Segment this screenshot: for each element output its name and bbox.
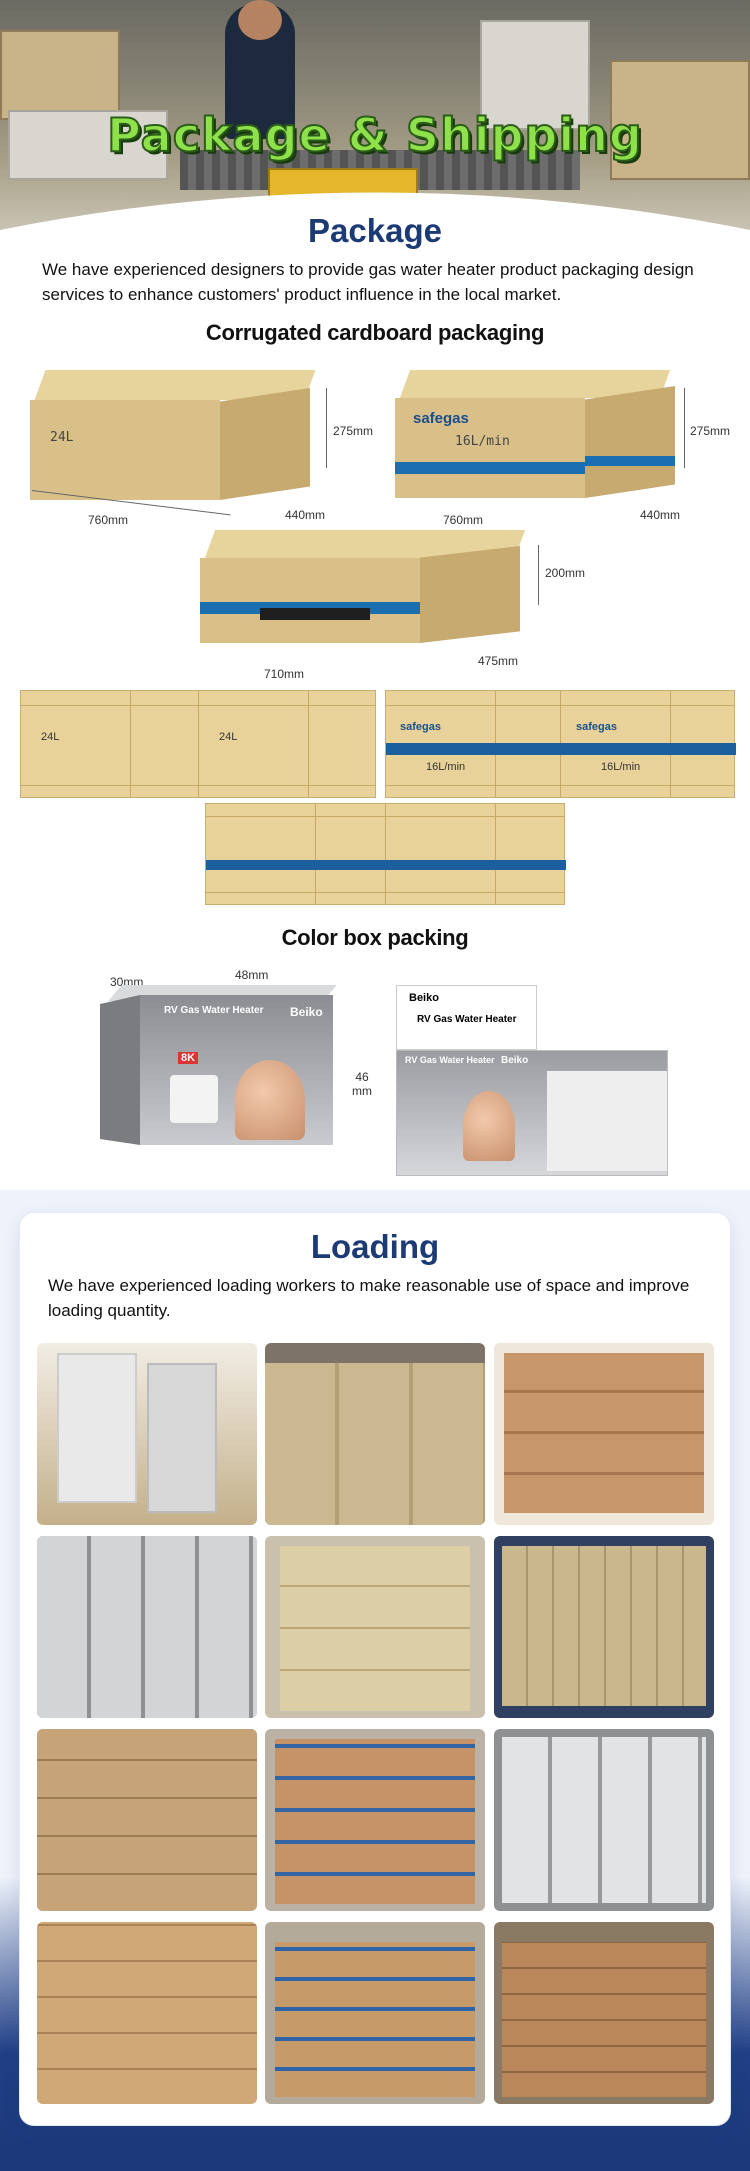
color-box-flat-body: RV Gas Water Heater Beiko bbox=[396, 1050, 668, 1176]
box3-height: 200mm bbox=[545, 566, 586, 580]
dimension-line bbox=[684, 388, 685, 468]
flat-label: 16L/min bbox=[426, 761, 466, 773]
flat-brand: Beiko bbox=[501, 1055, 529, 1066]
hero-banner: Package & Shipping bbox=[0, 0, 750, 230]
box-label: 24L bbox=[50, 430, 74, 445]
color-box-height: 46 mm bbox=[352, 1070, 372, 1098]
color-box-side bbox=[100, 995, 140, 1145]
box1-width: 440mm bbox=[285, 508, 326, 522]
flat-layout-24l: 24L 24L bbox=[20, 690, 376, 798]
box-label: 16L/min bbox=[455, 434, 510, 449]
color-box-title: Color box packing bbox=[281, 925, 469, 950]
color-box-product: RV Gas Water Heater bbox=[164, 1005, 264, 1016]
loading-photo bbox=[265, 1343, 485, 1525]
loading-photo bbox=[37, 1729, 257, 1911]
worker-head bbox=[238, 0, 282, 40]
model-photo bbox=[235, 1060, 305, 1140]
spec-panel bbox=[547, 1071, 667, 1171]
flat-label: 24L bbox=[41, 731, 60, 743]
warehouse-shelf bbox=[610, 60, 750, 180]
corrugated-box-24l: 24L bbox=[30, 370, 330, 510]
flat-label: 24L bbox=[219, 731, 238, 743]
box1-length: 760mm bbox=[88, 513, 129, 527]
box2-length: 760mm bbox=[443, 513, 484, 527]
model-photo bbox=[463, 1091, 515, 1161]
flat-layout-3 bbox=[205, 803, 566, 905]
flat-label: 16L/min bbox=[601, 761, 641, 773]
box1-height: 275mm bbox=[333, 424, 374, 438]
corrugated-box-3 bbox=[200, 530, 530, 650]
corrugated-title: Corrugated cardboard packaging bbox=[205, 320, 545, 345]
flat-product: RV Gas Water Heater bbox=[405, 1055, 495, 1065]
box2-height: 275mm bbox=[690, 424, 731, 438]
color-box-brand: Beiko bbox=[290, 1005, 323, 1019]
packing-machine bbox=[480, 20, 590, 130]
dimension-line bbox=[326, 388, 327, 468]
loading-photo bbox=[265, 1729, 485, 1911]
heater-product-image bbox=[170, 1075, 218, 1123]
packing-machine bbox=[8, 110, 168, 180]
loading-photo bbox=[494, 1343, 714, 1525]
flat-brand: Beiko bbox=[409, 992, 439, 1004]
loading-photo bbox=[265, 1536, 485, 1718]
box3-length: 710mm bbox=[264, 667, 305, 681]
box2-width: 440mm bbox=[640, 508, 681, 522]
loading-photo bbox=[37, 1343, 257, 1525]
loading-photo bbox=[494, 1729, 714, 1911]
loading-intro: We have experienced loading workers to m… bbox=[48, 1276, 690, 1320]
package-title: Package bbox=[308, 212, 442, 249]
warehouse-shelf bbox=[0, 30, 120, 120]
box3-width: 475mm bbox=[478, 654, 519, 668]
flat-brand: safegas bbox=[576, 721, 617, 733]
color-box-width: 48mm bbox=[235, 968, 269, 982]
loading-title: Loading bbox=[310, 1228, 440, 1265]
corrugated-box-safegas: safegas 16L/min bbox=[395, 370, 685, 510]
flat-product: RV Gas Water Heater bbox=[417, 1014, 517, 1025]
loading-photo bbox=[37, 1922, 257, 2104]
loading-photo bbox=[265, 1922, 485, 2104]
loading-photo bbox=[494, 1922, 714, 2104]
hero-wave-divider bbox=[0, 192, 750, 255]
loading-photo bbox=[494, 1536, 714, 1718]
loading-photo bbox=[37, 1536, 257, 1718]
color-box-model: 8K bbox=[178, 1052, 199, 1064]
color-box-flat-top: Beiko RV Gas Water Heater bbox=[396, 985, 537, 1050]
flat-brand: safegas bbox=[400, 721, 441, 733]
brand-safegas: safegas bbox=[413, 410, 469, 427]
dimension-line bbox=[538, 545, 539, 605]
flat-layout-safegas: safegas 16L/min safegas 16L/min bbox=[385, 690, 736, 798]
hero-title: Package & Shipping bbox=[106, 107, 643, 163]
package-intro: We have experienced designers to provide… bbox=[42, 260, 694, 304]
